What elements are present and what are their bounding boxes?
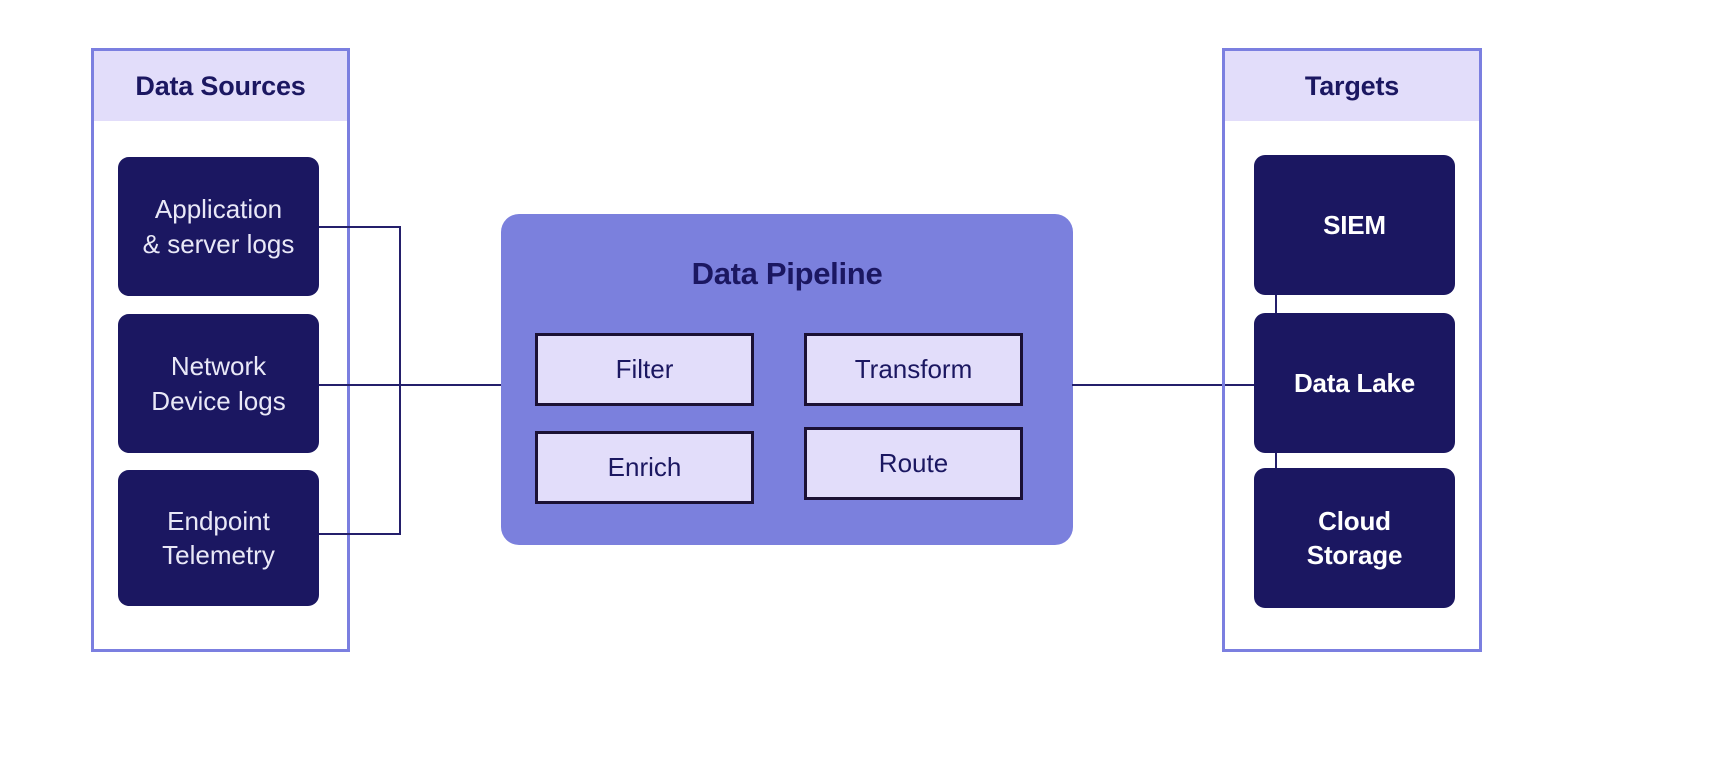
pipeline-stage-transform[interactable]: Transform (804, 333, 1023, 406)
target-node-label: Cloud Storage (1306, 505, 1403, 570)
data-sources-panel: Data Sources (91, 48, 350, 652)
pipeline-stage-filter[interactable]: Filter (535, 333, 754, 406)
source-node-label: Endpoint Telemetry (162, 505, 275, 570)
source-node-endpoint-telemetry[interactable]: Endpoint Telemetry (118, 470, 319, 606)
source-node-label: Network Device logs (151, 351, 286, 416)
pipeline-stage-enrich[interactable]: Enrich (535, 431, 754, 504)
targets-panel: Targets (1222, 48, 1482, 652)
target-node-cloud-storage[interactable]: Cloud Storage (1254, 468, 1455, 608)
targets-title: Targets (1304, 70, 1400, 101)
pipeline-stage-label: Transform (854, 354, 973, 384)
target-node-data-lake[interactable]: Data Lake (1254, 313, 1455, 453)
pipeline-stage-route[interactable]: Route (804, 427, 1023, 500)
target-node-label: SIEM (1323, 209, 1386, 240)
target-node-label: Data Lake (1293, 367, 1416, 398)
data-pipeline-title: Data Pipeline (691, 256, 883, 291)
data-sources-panel-header: Data Sources (94, 51, 347, 121)
pipeline-stage-label: Filter (615, 354, 674, 384)
source-node-label: Application & server logs (142, 194, 295, 259)
targets-panel-header: Targets (1225, 51, 1479, 121)
connector-source-1-stub (319, 226, 401, 228)
pipeline-stage-label: Enrich (607, 452, 682, 482)
pipeline-stage-label: Route (878, 448, 949, 478)
data-pipeline-container: Data Pipeline Filter Transform Enrich Ro… (501, 214, 1073, 545)
connector-sources-bus (399, 226, 401, 535)
target-node-siem[interactable]: SIEM (1254, 155, 1455, 295)
connector-pipeline-to-targets (1072, 384, 1277, 386)
source-node-application-server-logs[interactable]: Application & server logs (118, 157, 319, 296)
source-node-network-device-logs[interactable]: Network Device logs (118, 314, 319, 453)
data-sources-title: Data Sources (135, 70, 306, 101)
connector-sources-to-pipeline (399, 384, 502, 386)
connector-source-2-stub (319, 384, 401, 386)
connector-source-3-stub (319, 533, 401, 535)
